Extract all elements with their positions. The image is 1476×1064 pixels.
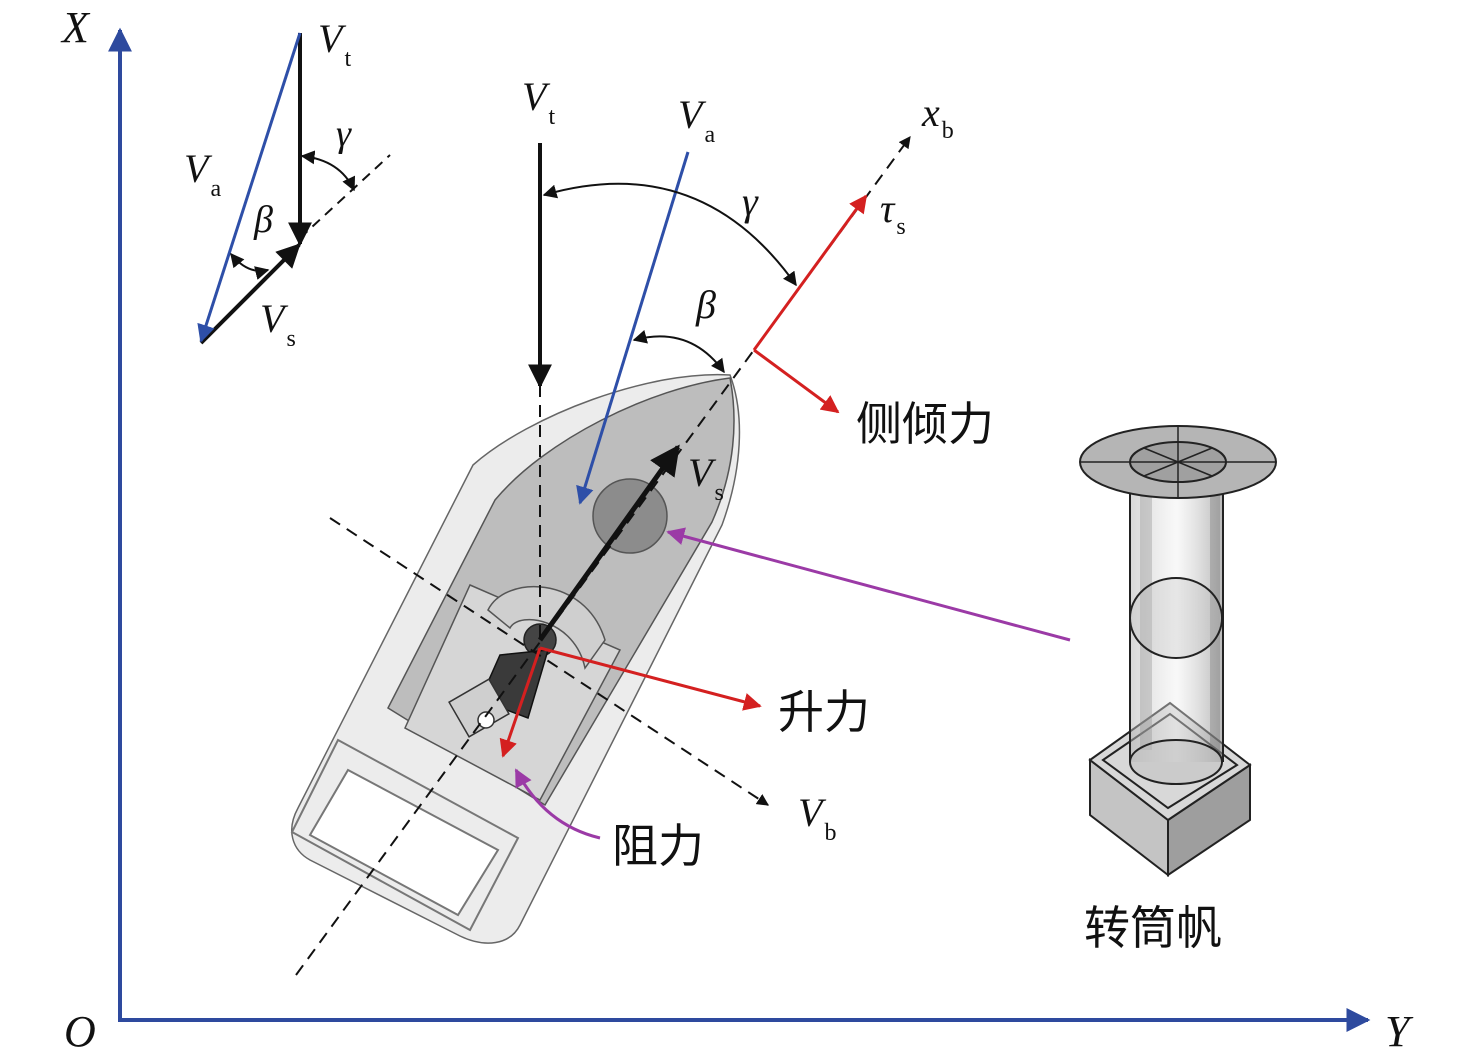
tau-arrow <box>752 194 868 351</box>
triangle-beta-arc <box>230 252 270 280</box>
rotor-mid-ring <box>1129 577 1223 659</box>
triangle-course-line <box>299 154 391 239</box>
boat-stern-frame-inner <box>308 768 500 917</box>
boat-helm <box>477 711 495 729</box>
heel-force-label: 侧倾力 <box>856 397 994 451</box>
beta-arc <box>632 329 725 374</box>
xb-label: xb <box>921 90 954 144</box>
rotor-pointer-arrow <box>666 527 1071 642</box>
rotor-top-cross-d <box>1143 447 1213 477</box>
triangle-vs-arrow <box>199 243 301 345</box>
coordinate-axes: X Y O <box>60 3 1414 1056</box>
triangle-beta-label: β <box>253 199 273 241</box>
rotor-bottom-ring <box>1129 739 1223 785</box>
tau-label: τs <box>880 186 906 240</box>
rotor-cylinder-shade-right <box>1210 470 1220 750</box>
gamma-arc <box>542 182 797 287</box>
rotor-cylinder-shade <box>1140 470 1152 750</box>
beta-label: β <box>695 282 716 327</box>
drag-pointer-arrow <box>514 768 601 840</box>
drag-force-arrow <box>499 647 542 758</box>
triangle-vs-label: Vs <box>260 296 296 352</box>
velocity-triangle: Vt Va Vs β γ <box>184 16 391 352</box>
lift-force-arrow <box>539 646 762 711</box>
rotor-cylinder <box>1130 462 1223 762</box>
lift-force-label: 升力 <box>778 685 870 739</box>
gamma-label: γ <box>742 179 759 224</box>
vb-label: Vb <box>798 790 836 846</box>
main-vectors: Vt Va Vs Vb xb τs γ β 侧倾力 升力 阻力 <box>295 74 1071 976</box>
triangle-va-arrow <box>197 32 302 343</box>
boat-seat <box>487 585 606 670</box>
vt-label: Vt <box>522 74 555 130</box>
triangle-va-label: Va <box>184 146 221 202</box>
drag-force-label: 阻力 <box>612 819 704 873</box>
boat-stern-frame-outer <box>290 738 520 932</box>
rotor-sail-label: 转筒帆 <box>1084 901 1222 955</box>
triangle-gamma-arc <box>300 150 356 192</box>
heel-force-arrow <box>753 348 840 414</box>
origin-label: O <box>64 1007 96 1056</box>
y-axis-label: Y <box>1385 1007 1414 1056</box>
x-axis-label: X <box>60 3 91 52</box>
triangle-vt-label: Vt <box>318 16 351 72</box>
triangle-gamma-label: γ <box>336 113 352 155</box>
vs-label: Vs <box>688 450 724 506</box>
va-label: Va <box>678 92 715 148</box>
rotor-sail: 转筒帆 <box>1079 425 1277 955</box>
vs-arrow <box>537 444 681 642</box>
vb-axis-dashed <box>329 517 770 806</box>
